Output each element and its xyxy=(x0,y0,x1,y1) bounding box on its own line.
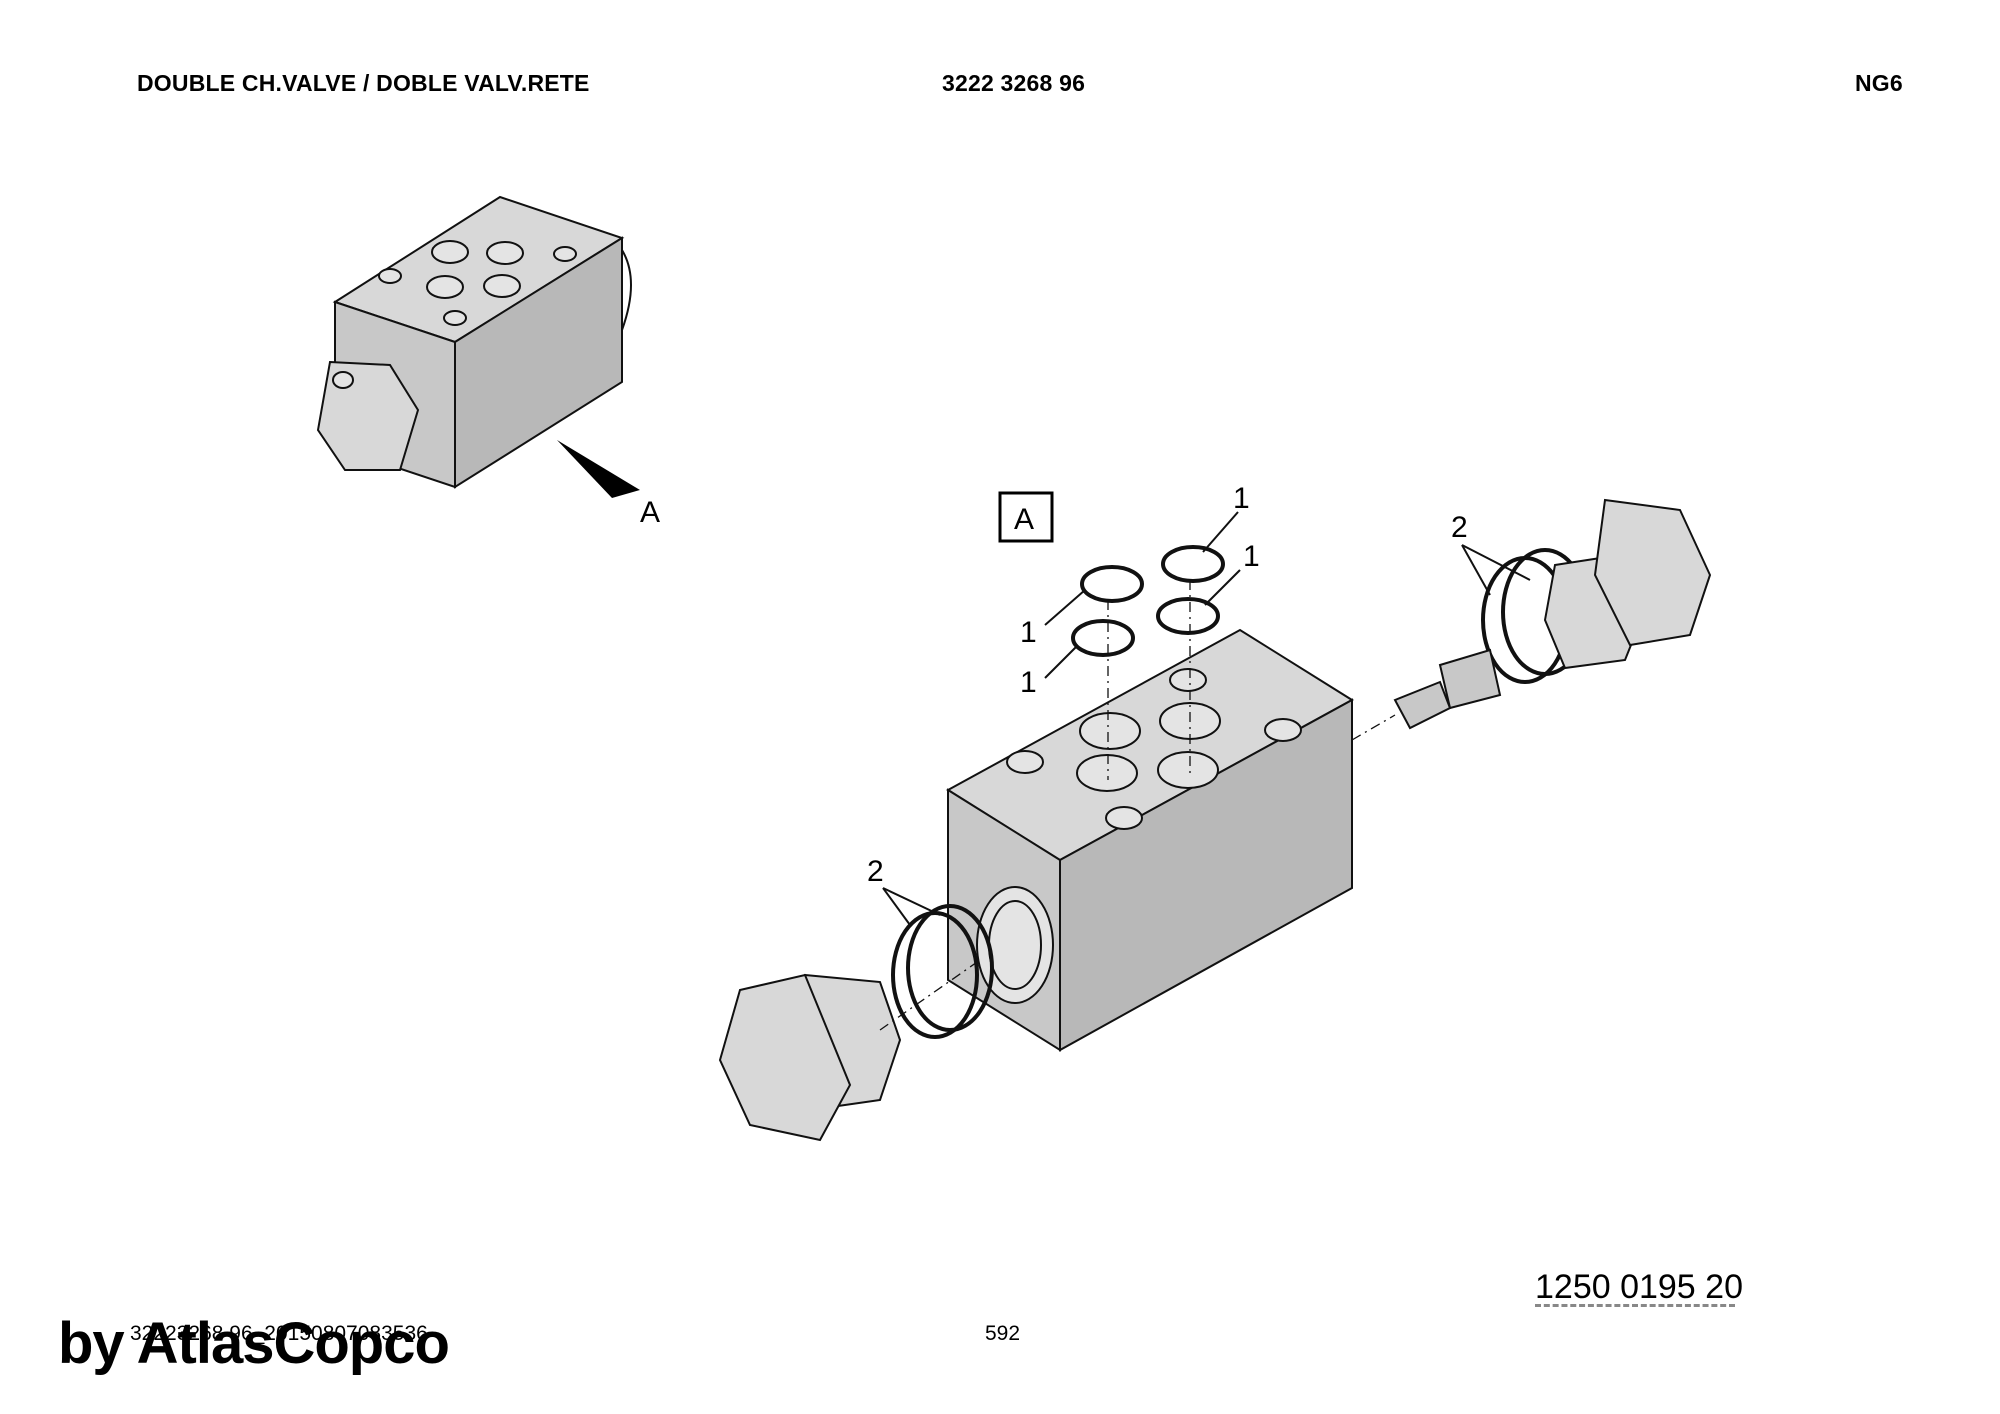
rear-plug-assembly xyxy=(1351,498,1712,741)
callouts: 1 1 1 1 2 2 xyxy=(867,482,1531,926)
brand-watermark: by AtlasCopco xyxy=(58,1311,450,1376)
callout-1c: 1 xyxy=(1020,616,1037,649)
callout-2a: 2 xyxy=(1451,511,1468,544)
overview-valve: A xyxy=(316,195,660,529)
page-number: 592 xyxy=(985,1322,1021,1345)
part-number: 3222 3268 96 xyxy=(942,70,1086,96)
o-rings-1 xyxy=(1071,545,1225,780)
document-title: DOUBLE CH.VALVE / DOBLE VALV.RETE xyxy=(137,70,590,96)
valve-size: NG6 xyxy=(1855,70,1903,96)
callout-2b: 2 xyxy=(867,855,884,888)
callout-1b: 1 xyxy=(1243,540,1260,573)
file-id: 32223268 96_20150807083536 xyxy=(130,1322,428,1345)
drawing-number-underline xyxy=(1535,1304,1735,1310)
callout-1a: 1 xyxy=(1233,482,1250,515)
front-plug-assembly xyxy=(718,904,994,1142)
valve-body xyxy=(946,628,1354,1052)
view-box-label: A xyxy=(1014,503,1034,536)
view-marker-label: A xyxy=(640,496,660,529)
callout-1d: 1 xyxy=(1020,666,1037,699)
drawing-number: 1250 0195 20 xyxy=(1535,1268,1743,1306)
view-box: A xyxy=(998,491,1054,543)
